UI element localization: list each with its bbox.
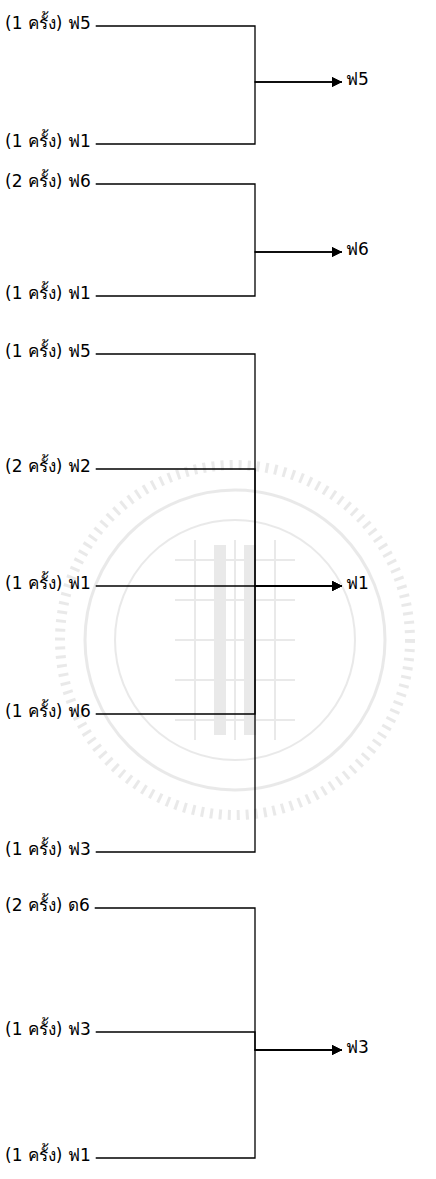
bracket-connector [96, 1050, 342, 1158]
bracket-connector [96, 26, 342, 82]
bracket-connector [96, 469, 342, 586]
bracket-connector [96, 82, 342, 144]
bracket-connector [96, 184, 342, 252]
label-text: (2 ครั้ง) ด6 [5, 895, 90, 916]
bracket-connector [96, 252, 342, 296]
flow-label: (1 ครั้ง) ฟ5 [2, 339, 94, 364]
bracket-connector [96, 586, 342, 852]
label-text: (2 ครั้ง) ฟ2 [5, 456, 91, 477]
label-text: (1 ครั้ง) ฟ6 [5, 701, 91, 722]
label-text: (1 ครั้ง) ฟ5 [5, 341, 91, 362]
flow-label: (2 ครั้ง) ฟ2 [2, 454, 94, 479]
flow-label: (2 ครั้ง) ฟ6 [2, 169, 94, 194]
label-text: (1 ครั้ง) ฟ1 [5, 573, 91, 594]
label-text: ฟ6 [346, 239, 369, 260]
flow-label: ฟ1 [343, 571, 372, 596]
flow-label: (1 ครั้ง) ฟ6 [2, 699, 94, 724]
label-text: (1 ครั้ง) ฟ3 [5, 1019, 91, 1040]
flow-label: (1 ครั้ง) ฟ3 [2, 837, 94, 862]
label-text: ฟ1 [346, 573, 369, 594]
flow-label: (1 ครั้ง) ฟ1 [2, 571, 94, 596]
label-text: (1 ครั้ง) ฟ3 [5, 839, 91, 860]
flow-label: ฟ5 [343, 67, 372, 92]
bracket-connector [96, 354, 342, 586]
bracket-connector [95, 908, 342, 1050]
label-text: (1 ครั้ง) ฟ1 [5, 283, 91, 304]
label-text: ฟ5 [346, 69, 369, 90]
label-text: (1 ครั้ง) ฟ1 [5, 1145, 91, 1166]
label-text: ฟ3 [346, 1037, 369, 1058]
flow-label: (1 ครั้ง) ฟ1 [2, 129, 94, 154]
flow-label: (1 ครั้ง) ฟ5 [2, 11, 94, 36]
flow-label: (1 ครั้ง) ฟ1 [2, 281, 94, 306]
label-text: (2 ครั้ง) ฟ6 [5, 171, 91, 192]
flow-label: (2 ครั้ง) ด6 [2, 893, 93, 918]
flow-label: ฟ6 [343, 237, 372, 262]
flow-label: ฟ3 [343, 1035, 372, 1060]
bracket-connector [96, 586, 342, 714]
seal-outline [60, 465, 410, 815]
flow-label: (1 ครั้ง) ฟ1 [2, 1143, 94, 1168]
label-text: (1 ครั้ง) ฟ1 [5, 131, 91, 152]
label-text: (1 ครั้ง) ฟ5 [5, 13, 91, 34]
bracket-connector [96, 1032, 342, 1050]
flow-label: (1 ครั้ง) ฟ3 [2, 1017, 94, 1042]
